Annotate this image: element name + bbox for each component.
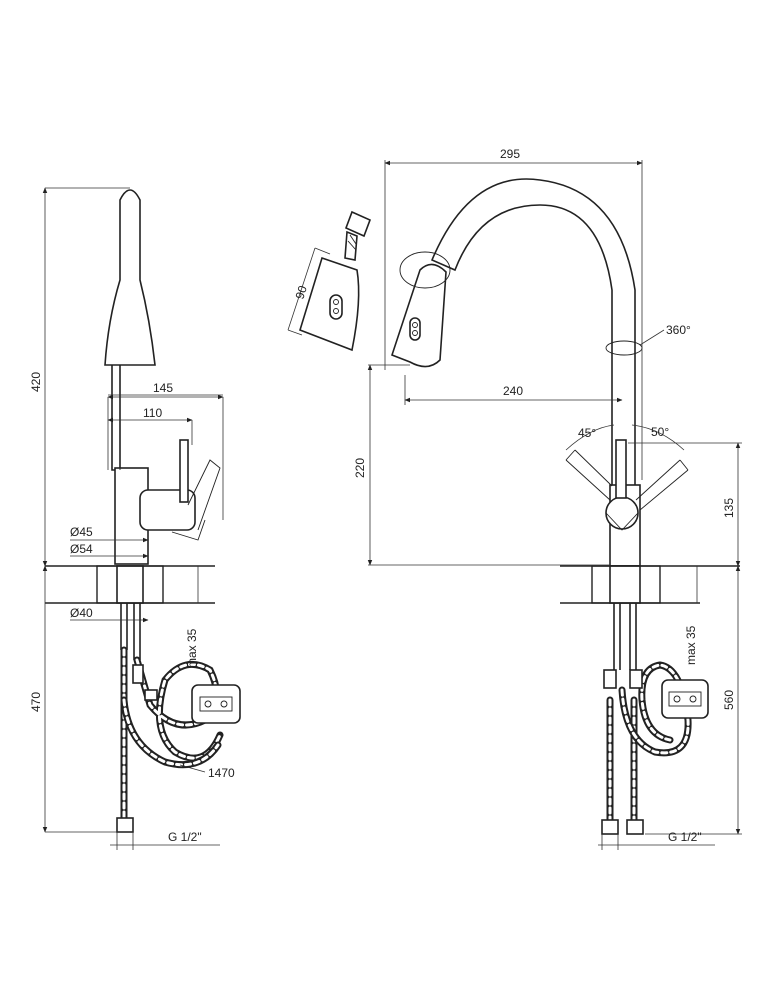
side-spout-column	[111, 359, 121, 471]
dim-side-spout-reach: 145	[153, 381, 173, 395]
dim-side-max-thickness: max 35	[185, 628, 199, 668]
dim-side-height-bottom: 470	[29, 692, 43, 712]
dim-hose-length: 1470	[208, 766, 235, 780]
dim-rotation-angle: 360°	[666, 323, 691, 337]
dim-handle-angle-left: 45°	[578, 426, 596, 440]
side-fitting-cold	[116, 817, 134, 833]
front-lever-knob	[605, 496, 639, 530]
side-counterweight	[191, 684, 241, 724]
dim-handle-angle-right: 50°	[651, 425, 669, 439]
dim-side-thread: G 1/2"	[168, 830, 202, 844]
dim-side-base-d54: Ø54	[70, 542, 93, 556]
front-fitting-cold	[601, 819, 619, 835]
front-counterweight	[661, 679, 709, 719]
front-view: 295 90 360° 240 220 45° 50° 135 max 35 5…	[287, 147, 742, 850]
dim-side-base-d45: Ø45	[70, 525, 93, 539]
side-lever-stem	[179, 439, 189, 503]
dim-front-height-bottom: 560	[722, 690, 736, 710]
front-fitting-hot	[626, 819, 644, 835]
dim-front-spout-width: 295	[500, 147, 520, 161]
side-spray-head	[104, 189, 156, 366]
front-gooseneck-spout	[430, 178, 636, 566]
dim-side-bore-d40: Ø40	[70, 606, 93, 620]
dim-handle-height: 135	[722, 498, 736, 518]
detached-spray-head	[299, 210, 372, 352]
dim-side-handle-reach: 110	[143, 406, 162, 420]
front-lever-stem	[615, 439, 627, 499]
dim-spray-head-length: 90	[293, 284, 311, 301]
dim-spout-height: 220	[353, 458, 367, 478]
side-view: 420 145 110 Ø45 Ø54 Ø40 max 35 470 1470 …	[29, 187, 241, 850]
dim-spout-reach: 240	[503, 384, 523, 398]
dim-side-height-top: 420	[29, 372, 43, 392]
dim-front-max-thickness: max 35	[684, 625, 698, 665]
dim-front-thread: G 1/2"	[668, 830, 702, 844]
front-spray-head	[391, 263, 447, 368]
